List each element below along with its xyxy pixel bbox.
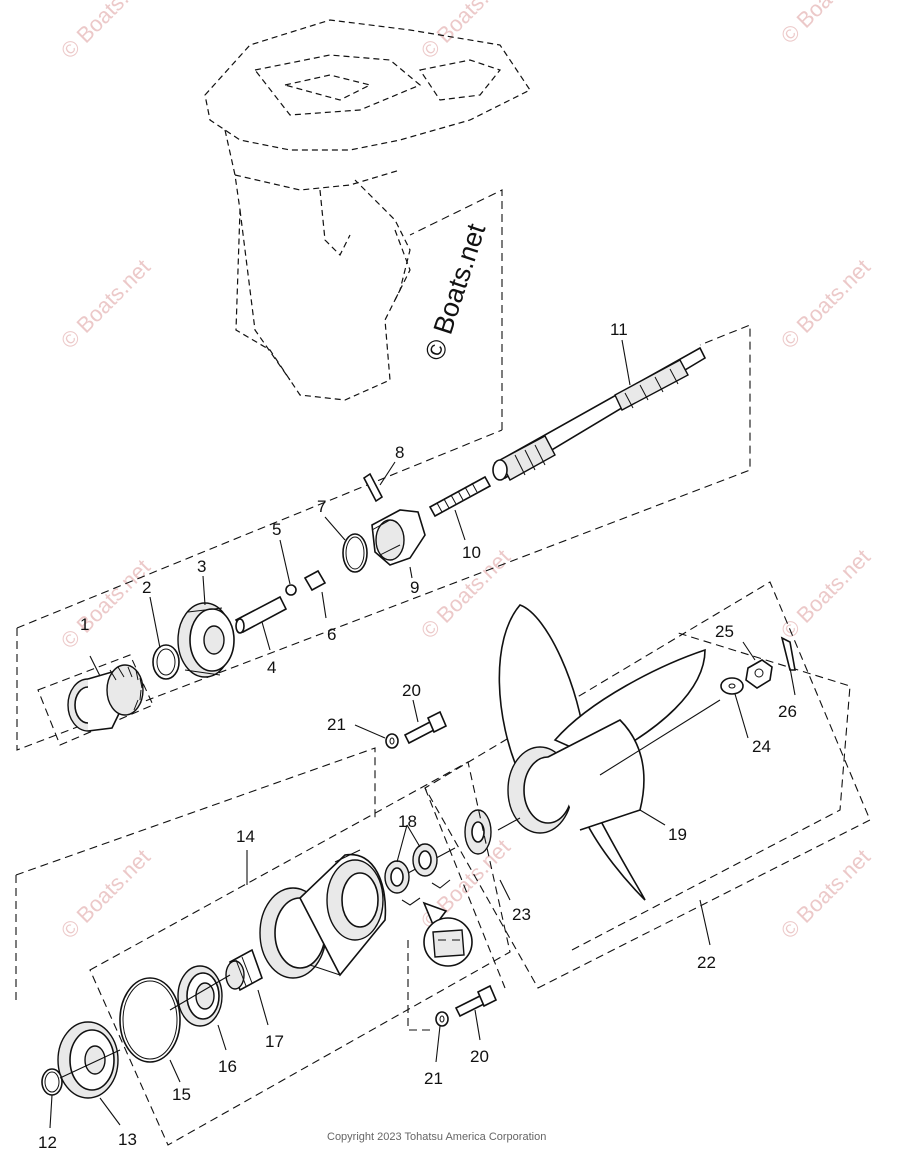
part-23-spacer: [464, 809, 492, 855]
upper-assembly-frame: [16, 189, 751, 751]
part-21-washer-upper: [385, 733, 399, 749]
part-24-washer: [720, 677, 744, 695]
part-9-clutch: [371, 509, 426, 566]
callout-16: 16: [218, 1057, 237, 1076]
part-7-ring: [342, 533, 368, 573]
callout-20-lower: 20: [470, 1047, 489, 1066]
callout-13: 13: [118, 1130, 137, 1149]
callout-12: 12: [38, 1133, 57, 1152]
callout-22: 22: [697, 953, 716, 972]
watermark: © Boats.net: [416, 0, 515, 64]
callout-2: 2: [142, 578, 151, 597]
part-15-o-ring: [119, 977, 181, 1063]
callout-8: 8: [395, 443, 404, 462]
part-6-pin: [303, 569, 327, 592]
callout-11: 11: [610, 320, 628, 339]
callout-25: 25: [715, 622, 734, 641]
part-19-propeller: [498, 604, 706, 901]
part-26-cotter-pin: [780, 636, 796, 671]
callout-10: 10: [462, 543, 481, 562]
callout-labels: 1 2 3 4 5 6 7 8 9 10 11 12 13 14 15 16 1…: [38, 320, 797, 1152]
part-13-seal-housing: [57, 1021, 119, 1099]
part-17-needle-bearing: [225, 948, 263, 992]
upper-leaders: [89, 339, 631, 677]
watermark: © Boats.net: [776, 544, 875, 643]
lower-assembly-frames: [15, 747, 511, 1146]
seal-orientation-detail: [422, 901, 473, 967]
part-11-propeller-shaft: [492, 346, 707, 481]
callout-9: 9: [410, 578, 419, 597]
part-20-bolt-upper: [403, 710, 448, 745]
watermark: © Boats.net: [56, 554, 155, 653]
watermark-center: © Boats.net: [419, 220, 491, 364]
callout-18: 18: [398, 812, 417, 831]
callout-1: 1: [80, 615, 89, 634]
part-10-spring: [428, 475, 492, 518]
propeller-frames: [424, 581, 871, 989]
callout-21-upper: 21: [327, 715, 346, 734]
part-16-ball-bearing: [177, 965, 223, 1027]
lower-leaders: [49, 641, 796, 1129]
callout-23: 23: [512, 905, 531, 924]
callout-5: 5: [272, 520, 281, 539]
callout-3: 3: [197, 557, 206, 576]
part-12-snap-ring: [41, 1068, 63, 1096]
callout-20-upper: 20: [402, 681, 421, 700]
part-21-washer-lower: [435, 1011, 449, 1027]
watermark: © Boats.net: [776, 254, 875, 353]
callout-19: 19: [668, 825, 687, 844]
callout-24: 24: [752, 737, 771, 756]
watermark: © Boats.net: [56, 844, 155, 943]
part-1-bearing-gear: [67, 664, 144, 732]
copyright-notice: Copyright 2023 Tohatsu America Corporati…: [327, 1131, 546, 1143]
callout-17: 17: [265, 1032, 284, 1051]
part-8-pin: [362, 472, 384, 503]
callout-21-lower: 21: [424, 1069, 443, 1088]
callout-15: 15: [172, 1085, 191, 1104]
watermark: © Boats.net: [776, 844, 875, 943]
part-5-ball: [285, 584, 297, 596]
callout-6: 6: [327, 625, 336, 644]
prop-shaft-line: [497, 699, 721, 831]
gearcase-housing: [204, 19, 531, 401]
part-3-gear: [177, 602, 235, 678]
part-20-bolt-lower: [454, 984, 498, 1018]
callout-26: 26: [778, 702, 797, 721]
watermark: © Boats.net: [776, 0, 875, 49]
watermark: © Boats.net: [56, 0, 155, 64]
watermark-layer: © Boats.net © Boats.net © Boats.net © Bo…: [56, 0, 875, 944]
callout-7: 7: [317, 497, 326, 516]
part-2-shim: [152, 644, 180, 680]
part-25-nut: [745, 659, 773, 689]
part-14-bearing-housing: [259, 849, 387, 979]
callout-4: 4: [267, 658, 276, 677]
part-4-plunger: [234, 595, 288, 634]
watermark: © Boats.net: [56, 254, 155, 353]
callout-14: 14: [236, 827, 255, 846]
